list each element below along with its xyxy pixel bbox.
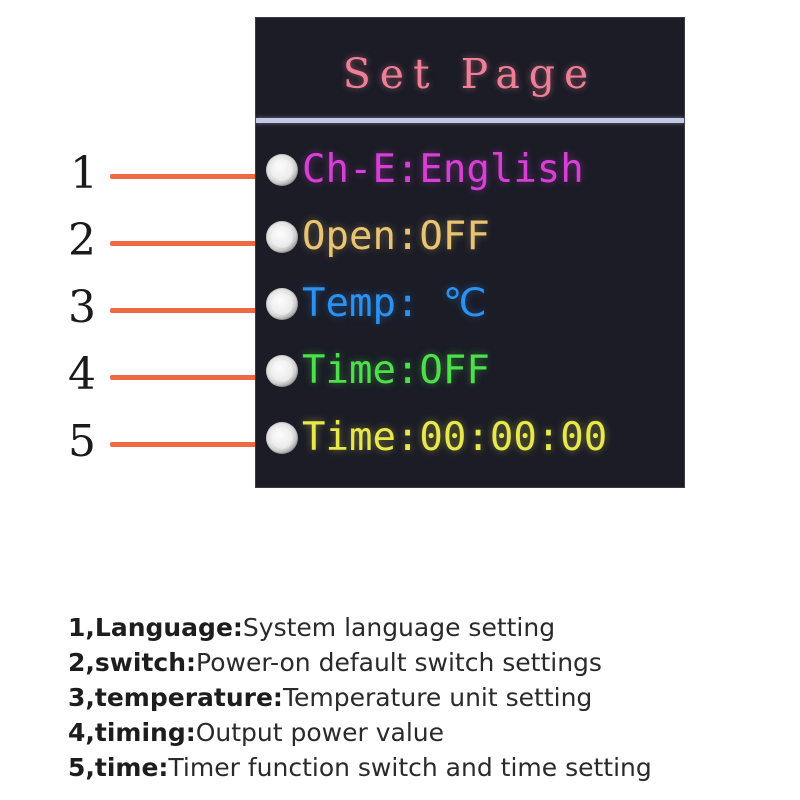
caption-line: 2,switch:Power-on default switch setting…	[68, 645, 768, 680]
settings-menu-list: Ch-E:English Open:OFF Temp: ℃ Time:OFF T…	[256, 136, 684, 471]
caption-line: 3,temperature:Temperature unit setting	[68, 680, 768, 715]
callout-leader-line-4	[110, 375, 285, 380]
radio-bullet-icon	[266, 287, 298, 320]
caption-description: System language setting	[242, 613, 556, 642]
caption-key: 2,switch:	[68, 648, 197, 677]
callout-number-4: 4	[68, 349, 96, 400]
callout-leader-line-2	[110, 241, 285, 246]
menu-item-time[interactable]: Time:00:00:00	[256, 404, 684, 471]
menu-item-temperature[interactable]: Temp: ℃	[256, 270, 684, 337]
caption-key: 4,timing:	[68, 718, 196, 747]
caption-key: 5,time:	[68, 753, 169, 782]
caption-description: Output power value	[195, 718, 445, 747]
callout-leader-line-5	[110, 442, 285, 447]
caption-description: Power-on default switch settings	[196, 648, 602, 677]
caption-description: Temperature unit setting	[282, 683, 593, 712]
callout-leader-line-1	[110, 174, 285, 179]
caption-line: 1,Language:System language setting	[68, 610, 768, 645]
caption-line: 5,time:Timer function switch and time se…	[68, 750, 768, 785]
menu-item-language[interactable]: Ch-E:English	[256, 136, 684, 203]
page-title: Set Page	[342, 50, 598, 98]
caption-description: Timer function switch and time setting	[168, 753, 652, 782]
callout-number-1: 1	[70, 148, 98, 199]
menu-item-switch[interactable]: Open:OFF	[256, 203, 684, 270]
callout-number-2: 2	[68, 215, 96, 266]
menu-item-label-language: Ch-E:English	[302, 147, 584, 192]
caption-block: 1,Language:System language setting 2,swi…	[68, 610, 768, 785]
callout-number-5: 5	[68, 416, 96, 467]
callout-leader-line-3	[110, 308, 285, 313]
menu-item-label-temperature: Temp: ℃	[302, 281, 487, 326]
menu-item-label-switch: Open:OFF	[302, 214, 490, 259]
caption-key: 3,temperature:	[68, 683, 283, 712]
menu-item-timing[interactable]: Time:OFF	[256, 337, 684, 404]
radio-bullet-icon	[266, 153, 298, 186]
caption-line: 4,timing:Output power value	[68, 715, 768, 750]
title-divider	[256, 118, 684, 123]
radio-bullet-icon	[266, 421, 298, 454]
callout-number-3: 3	[68, 282, 96, 333]
menu-item-label-time: Time:00:00:00	[302, 415, 608, 460]
menu-item-label-timing: Time:OFF	[302, 348, 490, 393]
caption-key: 1,Language:	[68, 613, 243, 642]
device-screen-panel: Set Page Ch-E:English Open:OFF Temp: ℃ T…	[256, 18, 684, 487]
radio-bullet-icon	[266, 220, 298, 253]
radio-bullet-icon	[266, 354, 298, 387]
